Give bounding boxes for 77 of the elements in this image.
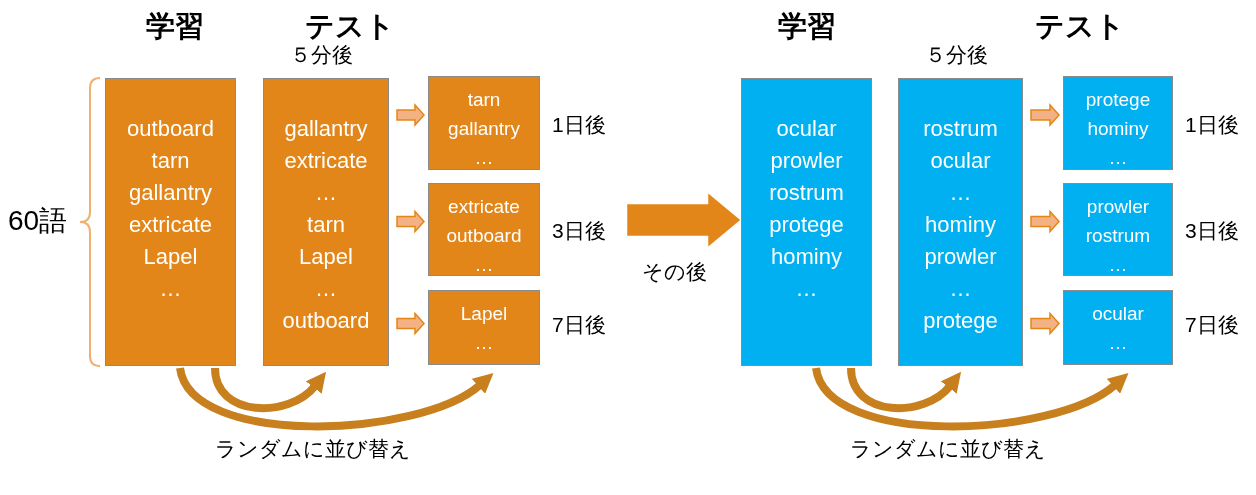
time-label: 3日後 (1185, 220, 1239, 241)
word: … (949, 179, 972, 207)
word: … (1108, 146, 1128, 170)
word: hominy (925, 211, 996, 239)
column-heading: 学習 (777, 9, 837, 44)
word: ocular (1092, 302, 1144, 326)
word: prowler (1086, 195, 1150, 219)
word: extricate (448, 195, 520, 219)
word-list-box (898, 78, 1023, 366)
column-heading: テスト (1034, 9, 1126, 44)
word: outboard (282, 307, 370, 335)
word-list-box (105, 78, 236, 366)
arrow (396, 103, 425, 127)
time-label: ５分後 (925, 44, 988, 65)
word-list-box (741, 78, 872, 366)
word: prowler (924, 243, 997, 271)
word-count-label: 60語 (8, 204, 68, 238)
word: gallantry (448, 117, 520, 141)
word: … (315, 275, 337, 303)
word: prowler (770, 147, 843, 175)
word: rostrum (1085, 224, 1151, 248)
arrow (1030, 311, 1060, 336)
word: protege (769, 211, 844, 239)
word-card (1063, 183, 1173, 276)
word: outboard (446, 224, 522, 248)
column-heading: 学習 (145, 9, 205, 44)
note-label: ランダムに並び替え (215, 436, 412, 462)
word: … (474, 146, 494, 170)
word: protege (1085, 88, 1151, 112)
word: gallantry (128, 179, 213, 207)
word: … (474, 331, 494, 355)
word: … (795, 275, 818, 303)
word: ocular (930, 147, 991, 175)
time-label: 1日後 (552, 114, 606, 135)
word: ocular (776, 115, 837, 143)
word-list-box (263, 78, 389, 366)
word: rostrum (923, 115, 998, 143)
curved-arrow (176, 366, 495, 431)
word: … (1108, 331, 1128, 355)
arrow (396, 311, 425, 336)
word-card (428, 183, 540, 276)
word: tarn (467, 88, 501, 112)
time-label: 7日後 (1185, 314, 1239, 335)
word: tarn (151, 147, 190, 175)
word: rostrum (769, 179, 844, 207)
word: Lapel (460, 302, 508, 326)
word: … (315, 179, 337, 207)
word-card (428, 290, 540, 365)
arrow (1030, 103, 1060, 127)
block-arrow (627, 193, 741, 247)
word-card (1063, 290, 1173, 365)
word: hominy (771, 243, 842, 271)
word: … (949, 275, 972, 303)
word: protege (923, 307, 998, 335)
time-label: 1日後 (1185, 114, 1239, 135)
arrow (396, 209, 425, 234)
edge-label: その後 (642, 261, 707, 282)
word: gallantry (284, 115, 368, 143)
curved-arrow (812, 366, 1130, 431)
time-label: 7日後 (552, 314, 606, 335)
word: … (159, 275, 182, 303)
word: extricate (128, 211, 213, 239)
word: … (1108, 253, 1128, 277)
word-card (428, 76, 540, 170)
word: Lapel (143, 243, 198, 271)
time-label: ５分後 (290, 44, 353, 65)
time-label: 3日後 (552, 220, 606, 241)
word: outboard (127, 115, 214, 143)
word: Lapel (299, 243, 353, 271)
word-card (1063, 76, 1173, 170)
word: … (474, 253, 494, 277)
arrow (1030, 209, 1060, 234)
word: extricate (284, 147, 368, 175)
column-heading: テスト (304, 9, 396, 44)
word: hominy (1087, 117, 1149, 141)
word: tarn (307, 211, 345, 239)
note-label: ランダムに並び替え (850, 436, 1047, 462)
